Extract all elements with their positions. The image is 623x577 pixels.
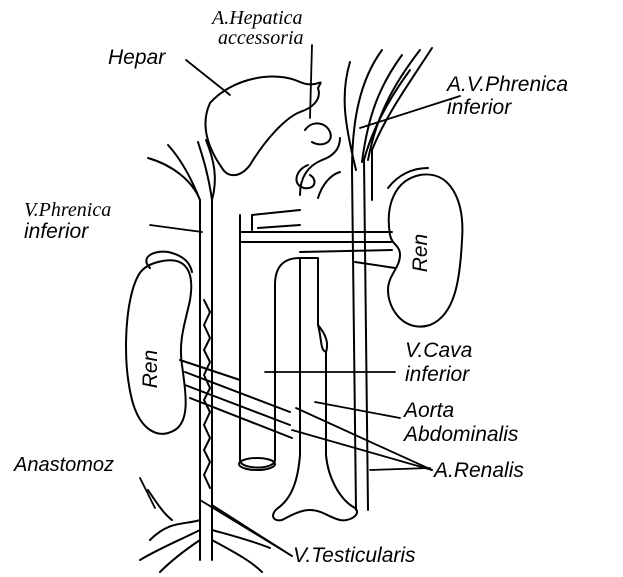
label-v-phrenica-line2: inferior [24, 221, 88, 243]
label-v-testicularis: V.Testicularis [293, 545, 416, 567]
anastomoz-fan [140, 520, 270, 572]
right-vessel-bundle [352, 150, 372, 510]
label-v-phrenica-line1: V.Phrenica [24, 200, 111, 221]
liver-shape [206, 77, 321, 176]
label-a-renalis: A.Renalis [434, 460, 524, 482]
label-anastomoz: Anastomoz [14, 455, 114, 476]
label-av-phrenica-line2: inferior [447, 97, 511, 119]
label-v-cava-line2: inferior [405, 364, 469, 386]
left-phrenic-branch [148, 140, 215, 200]
hepatic-loop [305, 123, 331, 144]
label-aorta-line2: Abdominalis [404, 424, 518, 446]
label-hepatica-accessoria-line2: accessoria [218, 28, 304, 49]
label-hepatica-accessoria-line1: A.Hepatica [212, 8, 303, 29]
label-v-cava-line1: V.Cava [405, 340, 472, 362]
label-hepar: Hepar [108, 47, 165, 69]
anastomoz-loop [148, 490, 172, 520]
kidney-left-shape [126, 260, 191, 433]
hepatic-curl [296, 165, 314, 188]
hepatic-vessels [252, 138, 340, 230]
suprarenal-left [146, 252, 192, 272]
aorta [273, 258, 357, 520]
suprarenal-right [388, 168, 428, 188]
label-av-phrenica-line1: A.V.Phrenica [447, 74, 568, 96]
label-ren-left: Ren [140, 350, 162, 389]
label-aorta-line1: Aorta [404, 400, 454, 422]
label-ren-right: Ren [410, 234, 432, 273]
